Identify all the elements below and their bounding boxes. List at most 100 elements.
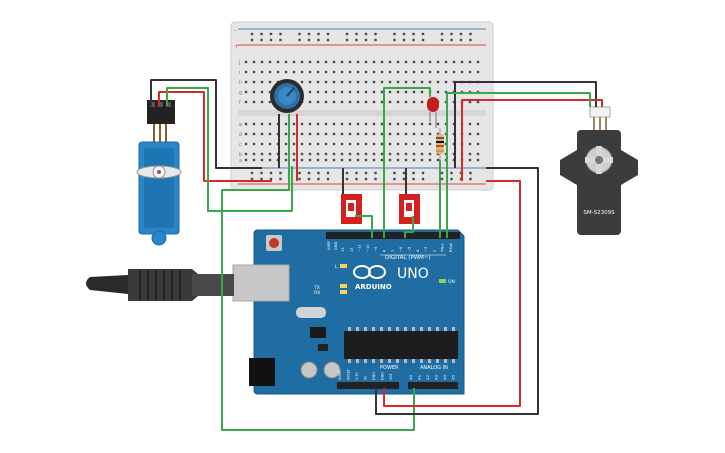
breadboard-hole [324, 60, 328, 64]
wire-black-servo-right [454, 81, 597, 168]
power-label: POWER [380, 365, 399, 371]
breadboard-hole [380, 152, 384, 156]
rail-hole [260, 177, 263, 181]
breadboard-hole [340, 152, 344, 156]
rail-hole [450, 38, 453, 42]
breadboard-hole [372, 100, 376, 104]
row-letter: b [239, 152, 242, 158]
digital-pin-label: 8 [383, 249, 387, 252]
breadboard-hole [356, 70, 360, 74]
breadboard-hole [364, 60, 368, 64]
breadboard-hole [436, 132, 440, 136]
breadboard-hole [388, 70, 392, 74]
breadboard-hole [444, 70, 448, 74]
resistor [436, 128, 444, 162]
breadboard-hole [436, 70, 440, 74]
breadboard-hole [292, 142, 296, 146]
breadboard-hole [348, 90, 352, 94]
breadboard-hole [380, 70, 384, 74]
row-letter: f [239, 100, 241, 106]
tx-label: TX [313, 285, 320, 291]
breadboard-hole [356, 152, 360, 156]
breadboard-hole [428, 70, 432, 74]
breadboard-hole [348, 132, 352, 136]
breadboard-hole [324, 122, 328, 126]
breadboard-hole [332, 158, 336, 162]
l-led [340, 264, 347, 268]
breadboard-hole [372, 90, 376, 94]
reset-button[interactable] [266, 235, 282, 251]
rail-hole [450, 171, 453, 175]
breadboard-hole [388, 122, 392, 126]
rail-hole [298, 171, 301, 175]
breadboard-hole [300, 152, 304, 156]
rail-hole [393, 171, 396, 175]
pin-label-aref: AREF [327, 241, 331, 250]
digital-header [326, 232, 460, 239]
power-header [337, 382, 399, 389]
breadboard-hole [292, 158, 296, 162]
row-letter: i [239, 70, 240, 76]
rail-hole [307, 171, 311, 175]
row-letter: c [239, 142, 242, 148]
breadboard-hole [460, 70, 464, 74]
breadboard-hole [324, 142, 328, 146]
rail-hole [412, 38, 415, 42]
breadboard-hole [308, 122, 312, 126]
breadboard-hole [308, 70, 312, 74]
power-pin-label: 5V [364, 375, 368, 380]
rail-hole [469, 32, 472, 36]
rail-hole [326, 171, 330, 175]
breadboard-hole [468, 70, 472, 74]
breadboard-hole [260, 158, 264, 162]
analog-pin-label: A4 [442, 374, 447, 380]
row-letter: d [239, 132, 242, 138]
rail-hole [374, 171, 377, 175]
breadboard-hole [284, 142, 288, 146]
rail-hole [269, 38, 273, 42]
breadboard-hole [340, 158, 344, 162]
rail-hole [459, 32, 463, 36]
breadboard-hole [372, 142, 376, 146]
slide-switch-left[interactable] [341, 194, 362, 224]
breadboard-hole [348, 152, 352, 156]
breadboard-hole [444, 90, 448, 94]
breadboard-hole [380, 90, 384, 94]
potentiometer[interactable] [270, 79, 304, 113]
breadboard-hole [420, 100, 424, 104]
rail-hole [393, 177, 396, 181]
rail-hole [402, 171, 406, 175]
rail-hole [440, 38, 444, 42]
breadboard-hole [420, 122, 424, 126]
breadboard-hole [300, 70, 304, 74]
rail-plus-label: + [234, 43, 239, 50]
breadboard-hole [252, 132, 256, 136]
rail-hole [374, 32, 377, 36]
slide-switch-right[interactable] [399, 194, 420, 224]
breadboard-hole [332, 132, 336, 136]
breadboard-hole [388, 60, 392, 64]
digital-pin-label: ~10 [366, 244, 370, 252]
rail-hole [393, 32, 396, 36]
rail-minus-label: - [234, 27, 236, 34]
analog-header [408, 382, 458, 389]
on-led [439, 279, 446, 283]
breadboard-hole [348, 70, 352, 74]
rail-hole [269, 171, 273, 175]
breadboard-hole [268, 80, 272, 84]
analog-pin-label: A0 [408, 374, 413, 380]
breadboard-hole [308, 60, 312, 64]
rail-hole [450, 177, 453, 181]
breadboard-hole [268, 158, 272, 162]
breadboard-hole [452, 60, 456, 64]
breadboard-hole [364, 152, 368, 156]
wire-green-pot [221, 114, 415, 431]
digital-pin-label: TX▸1 [441, 243, 445, 253]
breadboard-hole [324, 80, 328, 84]
rail-hole [402, 38, 406, 42]
row-letter: e [239, 122, 242, 128]
pin-label-gnd: GND [334, 242, 338, 250]
wire-red-servo-right [461, 99, 603, 181]
